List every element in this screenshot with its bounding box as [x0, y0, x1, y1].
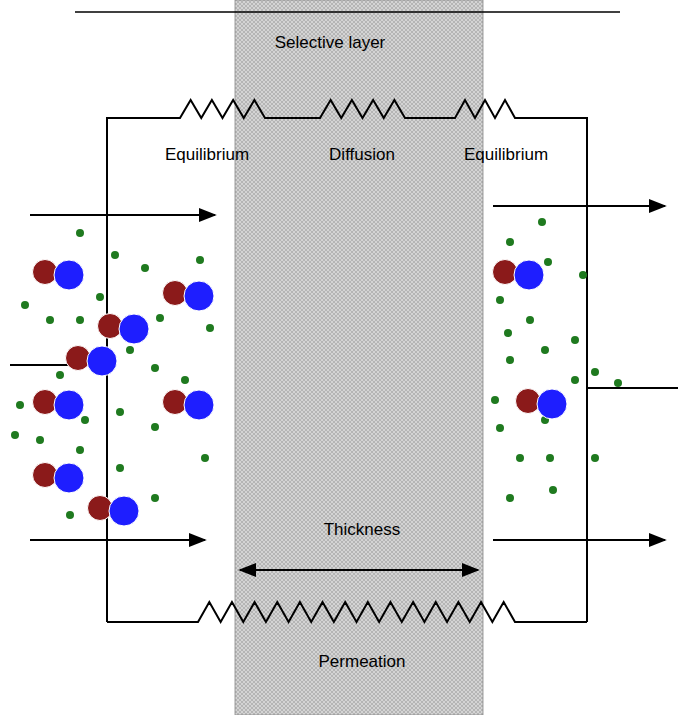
flow-arrows — [10, 206, 678, 570]
small-molecule — [181, 376, 189, 384]
small-molecule — [151, 423, 159, 431]
small-molecule — [544, 258, 552, 266]
small-molecule — [116, 408, 124, 416]
small-molecule — [496, 424, 504, 432]
large-molecule — [33, 260, 85, 291]
small-molecule — [591, 368, 599, 376]
layer-label: Thickness — [324, 520, 401, 540]
small-molecule — [56, 371, 64, 379]
small-molecule — [96, 293, 104, 301]
small-molecule — [526, 316, 534, 324]
top-rule — [75, 11, 620, 13]
large-molecule — [33, 390, 85, 421]
small-molecule — [506, 356, 514, 364]
small-molecule — [111, 251, 119, 259]
large-molecule — [33, 463, 85, 494]
small-molecule — [151, 364, 159, 372]
large-molecule — [66, 346, 118, 377]
small-molecule — [126, 346, 134, 354]
small-molecule — [491, 396, 499, 404]
small-molecule — [506, 494, 514, 502]
small-molecule — [156, 314, 164, 322]
small-molecule — [496, 296, 504, 304]
large-molecule — [163, 281, 215, 312]
small-molecule — [21, 301, 29, 309]
small-molecule — [201, 454, 209, 462]
small-molecule — [549, 486, 557, 494]
layer-label: Permeation — [319, 652, 406, 672]
small-molecule — [516, 454, 524, 462]
small-molecule — [546, 454, 554, 462]
small-molecule — [66, 511, 74, 519]
small-molecule — [76, 229, 84, 237]
small-molecule — [206, 324, 214, 332]
step-label: Equilibrium — [464, 145, 548, 165]
step-label: Equilibrium — [165, 145, 249, 165]
small-molecule — [196, 256, 204, 264]
selective-layer: Selective layerDiffusionThicknessPermeat… — [235, 0, 483, 715]
small-molecule — [541, 346, 549, 354]
large-molecule — [516, 389, 568, 420]
small-molecule — [151, 494, 159, 502]
small-molecule — [571, 376, 579, 384]
small-molecule — [76, 446, 84, 454]
large-molecule — [493, 260, 545, 291]
layer-label: Diffusion — [329, 145, 395, 165]
large-molecule — [88, 496, 140, 527]
small-molecule — [614, 379, 622, 387]
large-molecule — [163, 390, 215, 421]
selective-layer-band — [235, 0, 483, 715]
small-molecule — [116, 464, 124, 472]
small-molecule — [538, 218, 546, 226]
small-molecule — [504, 329, 512, 337]
small-molecule — [591, 454, 599, 462]
small-molecule — [46, 316, 54, 324]
small-molecule — [81, 416, 89, 424]
gas-molecules — [11, 218, 622, 526]
resistance-circuit — [107, 100, 587, 622]
resistor-path — [107, 100, 587, 622]
small-molecule — [141, 264, 149, 272]
small-molecule — [36, 436, 44, 444]
small-molecule — [16, 401, 24, 409]
small-molecule — [11, 431, 19, 439]
small-molecule — [506, 238, 514, 246]
layer-label: Selective layer — [275, 33, 386, 53]
small-molecule — [76, 316, 84, 324]
large-molecule — [98, 314, 150, 345]
resistor-path — [107, 602, 587, 622]
small-molecule — [579, 271, 587, 279]
small-molecule — [571, 336, 579, 344]
